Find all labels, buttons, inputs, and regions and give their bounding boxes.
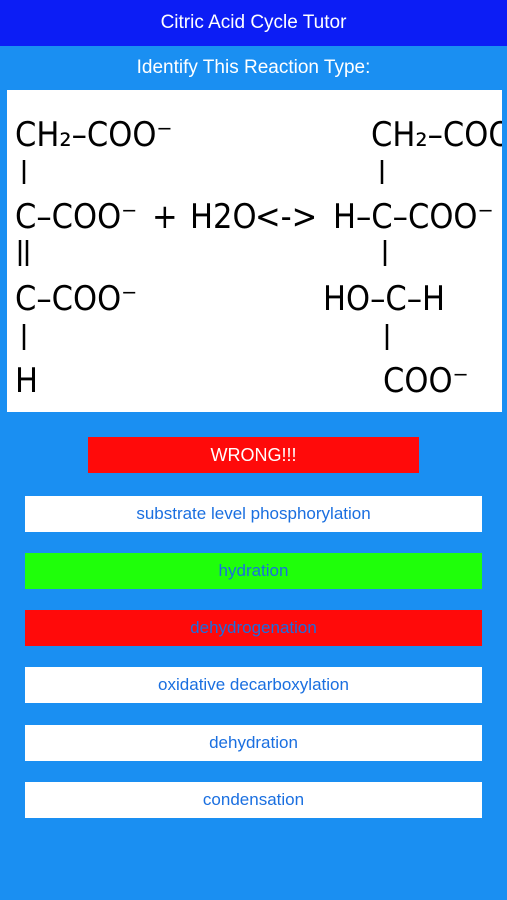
answer-label: hydration: [218, 561, 289, 580]
answer-button-substrate-level-phosphorylation[interactable]: substrate level phosphorylation: [25, 496, 482, 532]
answer-button-hydration[interactable]: hydration: [25, 553, 482, 589]
reactant-row-2: C–COO⁻: [15, 197, 137, 237]
nav-bar: Citric Acid Cycle Tutor: [0, 0, 507, 46]
reactant-row-3: C–COO⁻: [15, 279, 137, 319]
reaction-svg: CH₂–COO⁻ C–COO⁻ C–COO⁻ H + H2O <-> CH₂–C…: [15, 115, 502, 401]
answer-button-dehydration[interactable]: dehydration: [25, 725, 482, 761]
reactant-row-1: CH₂–COO⁻: [15, 115, 173, 155]
feedback-banner: WRONG!!!: [88, 437, 419, 473]
answer-label: oxidative decarboxylation: [158, 675, 349, 694]
app-title: Citric Acid Cycle Tutor: [160, 12, 347, 33]
reaction-diagram: CH₂–COO⁻ C–COO⁻ C–COO⁻ H + H2O <-> CH₂–C…: [7, 90, 502, 412]
answer-button-dehydrogenation[interactable]: dehydrogenation: [25, 610, 482, 646]
answer-button-condensation[interactable]: condensation: [25, 782, 482, 818]
water: H2O: [190, 197, 257, 237]
bond-lines: [18, 160, 389, 350]
answer-label: substrate level phosphorylation: [136, 504, 371, 523]
reactant-row-4: H: [15, 361, 38, 401]
feedback-text: WRONG!!!: [210, 444, 297, 465]
answer-label: dehydrogenation: [190, 618, 317, 637]
product-row-4: COO⁻: [383, 361, 469, 401]
equilibrium-arrow: <->: [255, 197, 317, 237]
product-row-2: H–C–COO⁻: [333, 197, 494, 237]
answer-label: condensation: [202, 790, 305, 809]
answer-button-oxidative-decarboxylation[interactable]: oxidative decarboxylation: [25, 667, 482, 703]
answer-label: dehydration: [209, 733, 298, 752]
product-row-1: CH₂–COO⁻: [371, 115, 502, 155]
product-row-3: HO–C–H: [323, 279, 445, 319]
plus-sign: +: [152, 197, 178, 237]
question-prompt: Identify This Reaction Type:: [136, 57, 371, 78]
